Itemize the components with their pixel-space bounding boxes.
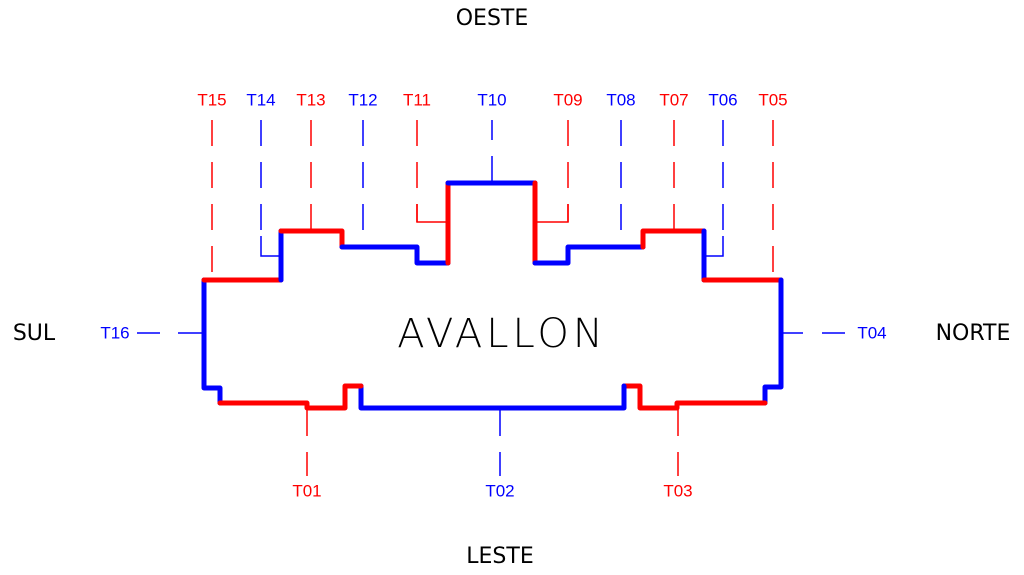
outline-segment [640, 228, 707, 250]
outline-segment [532, 244, 646, 266]
label-T11: T11 [403, 90, 431, 109]
label-T14: T14 [246, 90, 275, 109]
label-T15: T15 [197, 90, 226, 109]
outline-segment [278, 228, 345, 250]
label-T06: T06 [708, 90, 737, 109]
label-T02: T02 [485, 481, 514, 500]
leader-T11 [416, 204, 448, 223]
label-T10: T10 [477, 90, 506, 109]
leader-T09 [535, 204, 569, 223]
outline-segment [217, 383, 364, 411]
outline-segment [201, 277, 223, 406]
outline-segment [358, 383, 627, 411]
label-T04: T04 [857, 323, 886, 342]
outline-segment [762, 277, 784, 406]
building-outline [201, 180, 784, 411]
label-T16: T16 [100, 323, 129, 342]
label-T12: T12 [348, 90, 377, 109]
direction-west: OESTE [456, 6, 529, 31]
outline-segment [621, 383, 768, 411]
direction-north: NORTE [936, 321, 1011, 346]
label-T08: T08 [606, 90, 635, 109]
label-T03: T03 [663, 481, 692, 500]
label-T07: T07 [659, 90, 688, 109]
building-title: AVALLON [397, 311, 607, 357]
label-T05: T05 [758, 90, 787, 109]
point-labels: T15 T14 T13 T12 T11 T10 T09 T08 T07 T06 … [100, 90, 886, 500]
direction-east: LESTE [466, 544, 533, 569]
outline-segment [339, 244, 451, 266]
leader-T14 [260, 236, 281, 257]
direction-south: SUL [13, 321, 56, 346]
leader-lines [137, 120, 845, 476]
label-T01: T01 [292, 481, 321, 500]
label-T09: T09 [553, 90, 582, 109]
label-T13: T13 [296, 90, 325, 109]
leader-T06 [704, 236, 724, 257]
